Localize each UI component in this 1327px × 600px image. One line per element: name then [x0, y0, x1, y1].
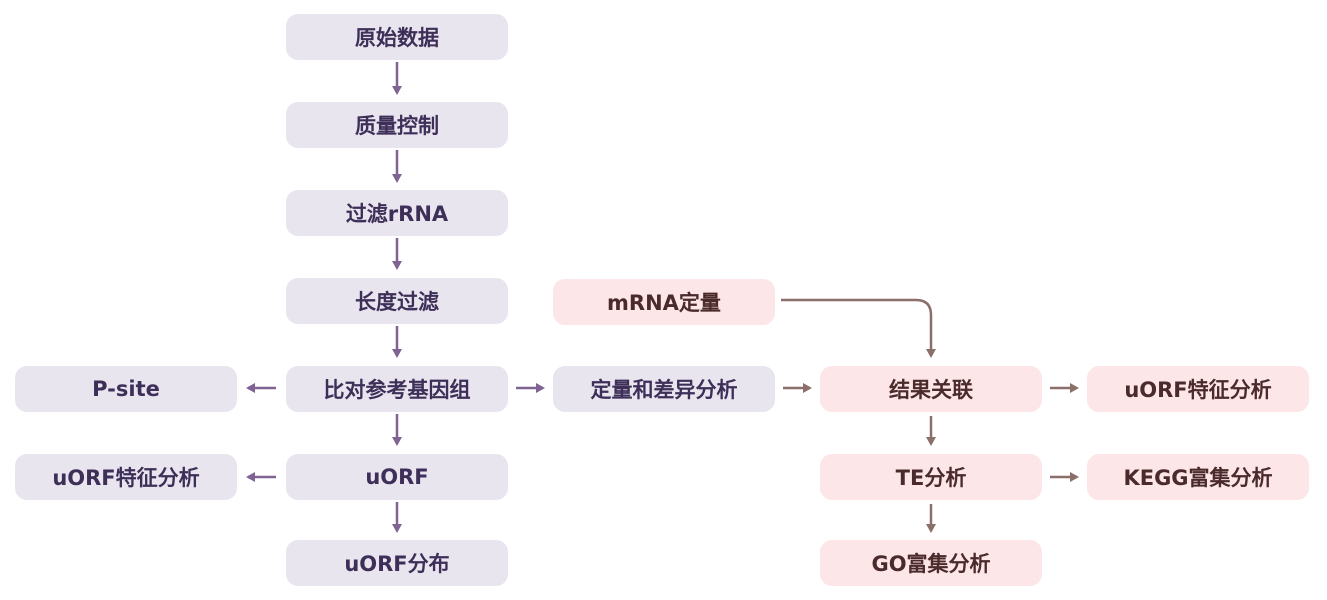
node-filter-rrna: 过滤rRNA — [286, 190, 508, 236]
node-kegg-enrichment: KEGG富集分析 — [1087, 454, 1309, 500]
node-go-enrichment: GO富集分析 — [820, 540, 1042, 586]
arrow-mrna-to-association — [781, 298, 936, 358]
node-mrna-quant: mRNA定量 — [553, 279, 775, 325]
node-quality-control: 质量控制 — [286, 102, 508, 148]
node-align-genome: 比对参考基因组 — [286, 366, 508, 412]
node-p-site: P-site — [15, 366, 237, 412]
node-raw-data: 原始数据 — [286, 14, 508, 60]
node-result-association: 结果关联 — [820, 366, 1042, 412]
node-uorf-distribution: uORF分布 — [286, 540, 508, 586]
node-uorf: uORF — [286, 454, 508, 500]
node-length-filter: 长度过滤 — [286, 278, 508, 324]
node-uorf-feature-right: uORF特征分析 — [1087, 366, 1309, 412]
node-te-analysis: TE分析 — [820, 454, 1042, 500]
node-quant-diff: 定量和差异分析 — [553, 366, 775, 412]
node-uorf-feature-left: uORF特征分析 — [15, 454, 237, 500]
